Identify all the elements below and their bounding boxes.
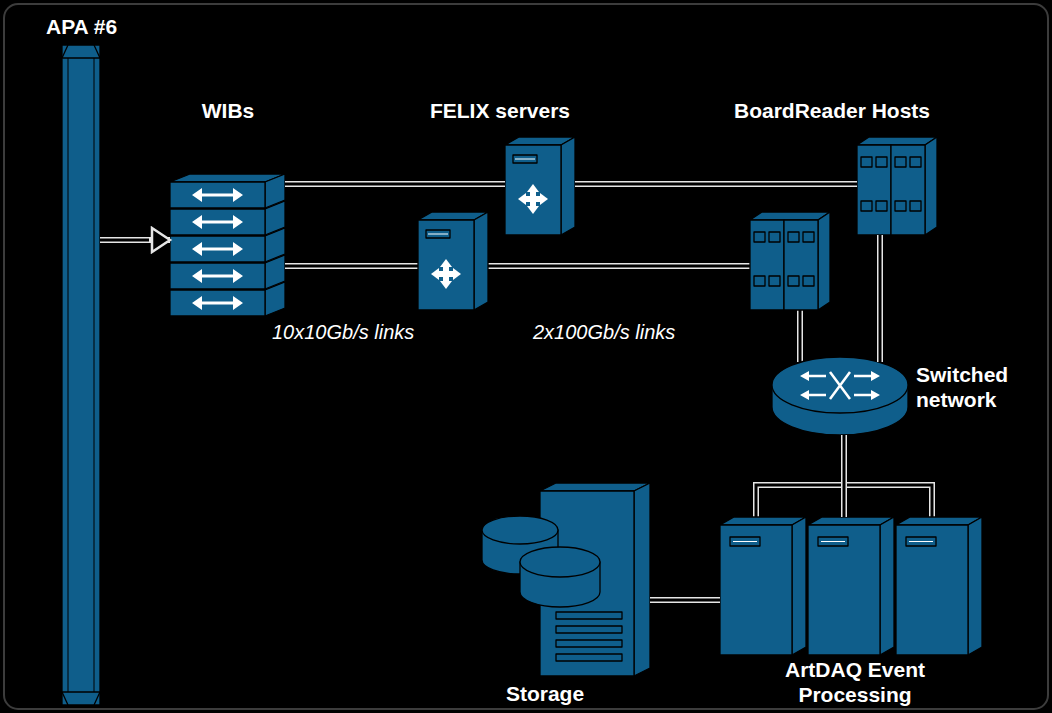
link-line	[650, 599, 720, 602]
storage-unit	[482, 483, 650, 676]
frame	[4, 4, 1048, 709]
node-label: APA #6	[46, 14, 117, 39]
processing-server	[808, 517, 894, 655]
boardreader-host: BoardReader Hosts	[857, 137, 937, 235]
network-switch	[772, 357, 908, 435]
processing-server	[720, 517, 806, 655]
wib-stack	[170, 174, 285, 316]
link-lines	[285, 266, 932, 517]
link-line	[285, 183, 505, 186]
boardreader-host	[750, 212, 830, 310]
link-connector	[100, 240, 170, 241]
node-label: ArtDAQ Event Processing	[770, 657, 940, 707]
link-line	[575, 181, 857, 187]
processing-farm: ArtDAQ Event Processing	[720, 517, 982, 655]
link-line	[841, 435, 847, 517]
boardreader-host	[857, 137, 937, 235]
link-line	[285, 181, 505, 187]
link-line	[575, 183, 857, 186]
node-label: Storage	[506, 681, 584, 706]
link-connector	[650, 600, 720, 601]
link-connector	[285, 184, 505, 185]
link-line	[879, 235, 882, 362]
felix-server: FELIX servers	[505, 137, 575, 235]
link-line	[877, 235, 883, 362]
link-line	[650, 597, 720, 603]
node-label: BoardReader Hosts	[734, 98, 930, 123]
link-line	[843, 435, 846, 517]
processing-server	[896, 517, 982, 655]
felix-server	[505, 137, 575, 235]
node-label: WIBs	[202, 98, 255, 123]
apa-bar	[62, 45, 100, 705]
apa-bar: APA #6	[62, 45, 100, 705]
network-switch: Switched network	[772, 362, 908, 435]
link-line	[100, 239, 149, 242]
link-label: 10x10Gb/s links	[272, 320, 414, 344]
node-label: FELIX servers	[430, 98, 570, 123]
link-connector	[844, 435, 845, 517]
felix-server	[418, 212, 488, 310]
node-label: Switched network	[916, 362, 1036, 412]
storage-unit: Storage	[482, 483, 650, 676]
link-connector	[880, 235, 881, 362]
link-label: 2x100Gb/s links	[533, 320, 675, 344]
link-line	[100, 237, 170, 243]
link-connector	[575, 184, 857, 185]
wib-crate: WIBs	[170, 174, 285, 320]
